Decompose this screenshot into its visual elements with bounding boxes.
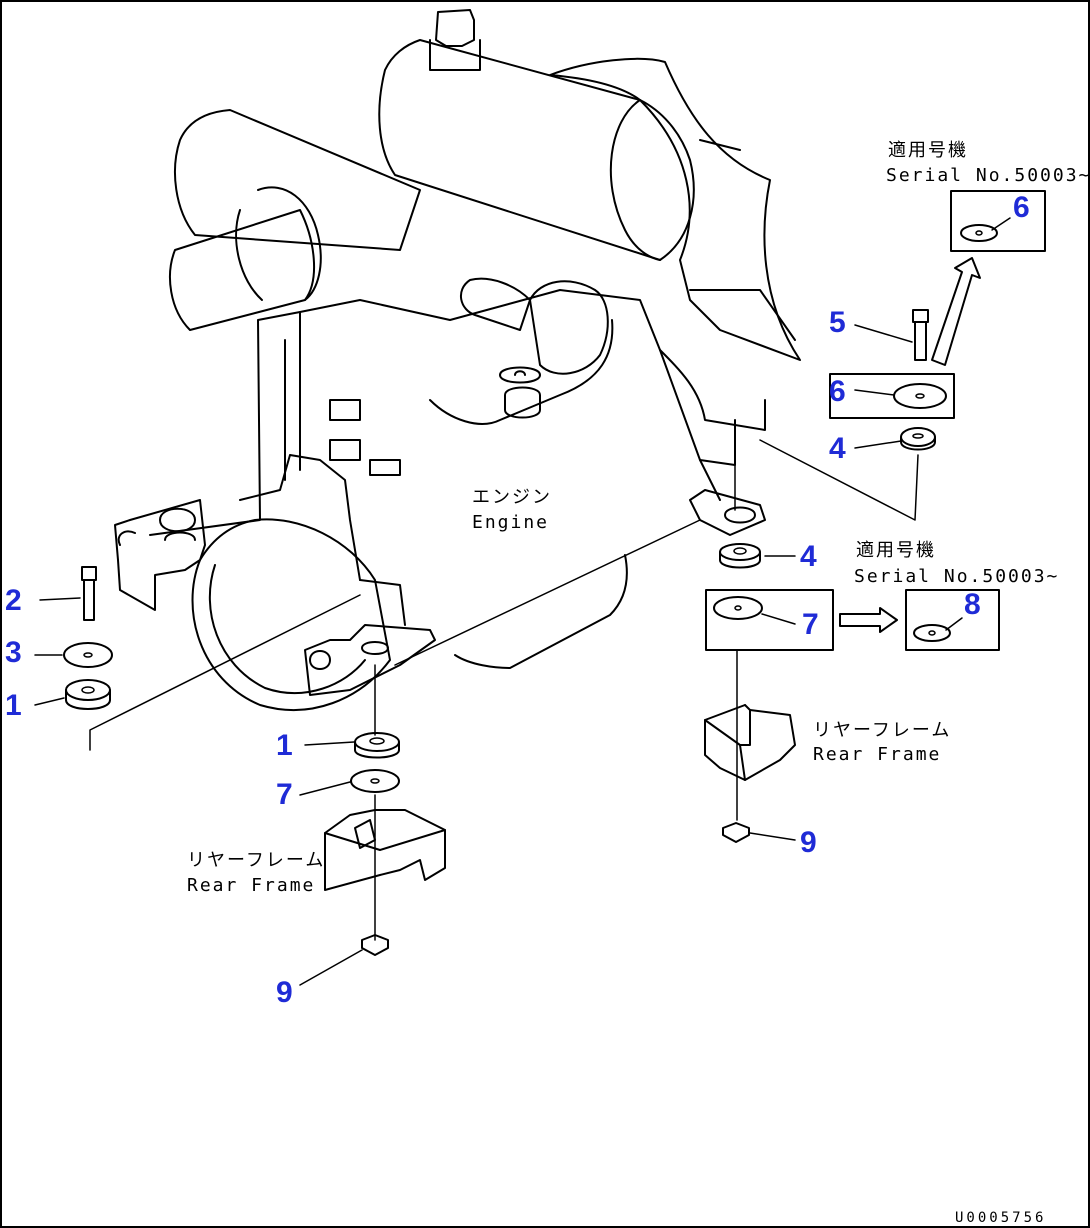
callout-6-top: 6	[1013, 191, 1030, 224]
callout-1-center: 1	[276, 729, 293, 762]
callout-9-center: 9	[276, 976, 293, 1009]
right-mount-parts	[704, 190, 1046, 843]
rear-frame-label-en-right: Rear Frame	[813, 744, 941, 765]
applicable-label-mid: 適用号機	[856, 540, 936, 561]
callout-7-right: 7	[802, 608, 819, 641]
callout-7-center: 7	[276, 778, 293, 811]
engine-drawing	[89, 9, 919, 751]
engine-label-jp: エンジン	[472, 487, 552, 508]
center-mount-parts	[299, 664, 446, 986]
callout-9-right: 9	[800, 826, 817, 859]
callout-4-upper: 4	[829, 432, 846, 465]
rear-frame-label-jp-left: リヤーフレーム	[187, 850, 325, 871]
callout-1-left: 1	[5, 689, 22, 722]
callout-5: 5	[829, 306, 846, 339]
callout-6-mid: 6	[829, 375, 846, 408]
engine-label-en: Engine	[472, 512, 549, 533]
callout-4-lower: 4	[800, 540, 817, 573]
callout-2: 2	[5, 584, 22, 617]
serial-label-mid: Serial No.50003~	[854, 566, 1059, 587]
serial-label-top: Serial No.50003~	[886, 165, 1090, 186]
left-mount-parts	[34, 566, 113, 710]
drawing-code: U0005756	[955, 1210, 1046, 1226]
applicable-label-top: 適用号機	[888, 140, 968, 161]
rear-frame-label-jp-right: リヤーフレーム	[813, 720, 951, 741]
callout-3: 3	[5, 636, 22, 669]
rear-frame-label-en-left: Rear Frame	[187, 875, 315, 896]
callout-8: 8	[964, 588, 981, 621]
